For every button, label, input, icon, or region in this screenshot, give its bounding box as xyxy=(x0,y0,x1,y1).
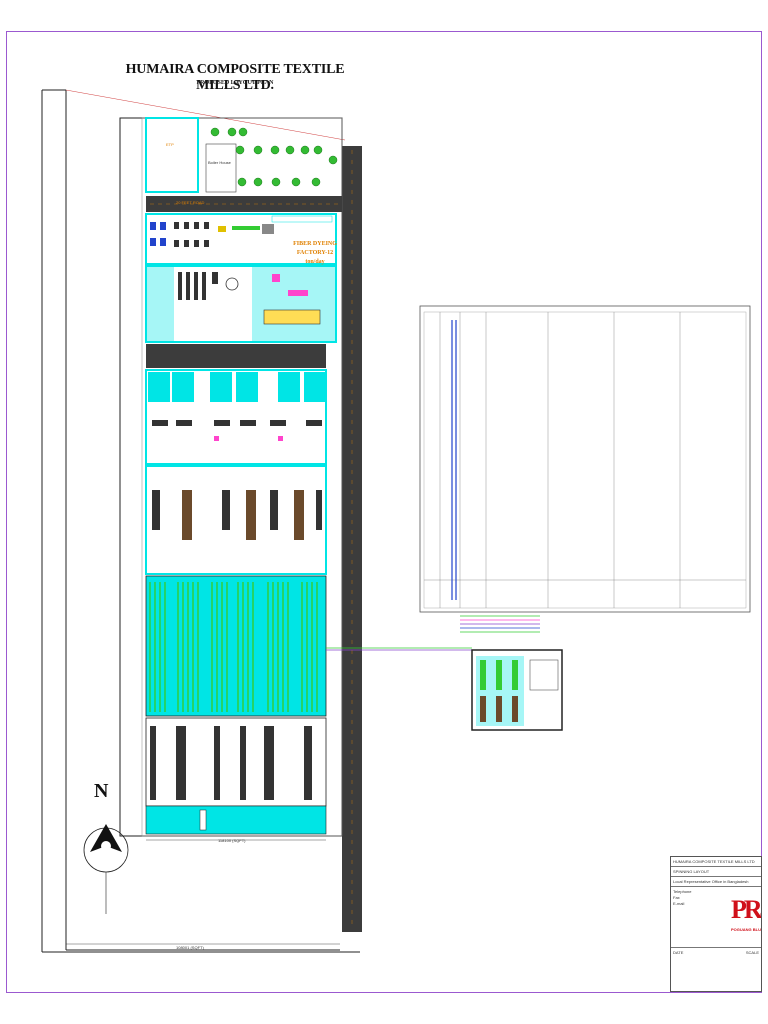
outbuilding xyxy=(471,649,563,731)
company-logo: PRaF POGUANG BLUSHAY xyxy=(731,893,761,939)
bottom-dimension-label: 118100 (SQFT) xyxy=(218,838,246,843)
title-block-phone: Telephone xyxy=(673,889,692,894)
document-title: HUMAIRA COMPOSITE TEXTILE MILLS LTD. xyxy=(125,62,345,93)
title-block-footer: DATE SCALE xyxy=(671,948,761,957)
preparation-hall xyxy=(145,265,337,343)
document-subtitle: PROPOSED LAYOUT PLAN xyxy=(196,80,274,86)
title-block: HUMAIRA COMPOSITE TEXTILE MILLS LTD SPIN… xyxy=(670,856,762,992)
internal-road-top xyxy=(146,196,342,212)
etp-label: ETP xyxy=(166,142,174,147)
title-block-project: HUMAIRA COMPOSITE TEXTILE MILLS LTD xyxy=(671,857,761,867)
winding-machines xyxy=(150,726,312,800)
fiber-dyeing-label: FIBER DYEING FACTORY-12 ton/day xyxy=(290,240,340,267)
title-block-fax: Fax xyxy=(673,895,680,900)
main-road xyxy=(342,146,362,932)
title-block-scale: SCALE xyxy=(745,950,759,955)
spinning-mill-plan xyxy=(419,305,751,613)
winding-section xyxy=(145,717,327,807)
utility-strip xyxy=(145,805,327,835)
dyeing-machines xyxy=(150,215,333,247)
boiler-house xyxy=(205,143,237,193)
north-label: N xyxy=(94,780,109,802)
drawing-frame xyxy=(6,31,762,993)
ring-spinning-hall xyxy=(145,575,327,717)
carding-units xyxy=(152,420,322,441)
trees xyxy=(210,127,338,187)
logo-brand: POGUANG BLUSHAY xyxy=(731,927,761,932)
logo-mark: PRaF xyxy=(731,895,761,924)
title-block-email: E-mail xyxy=(673,901,685,906)
connector-lines xyxy=(326,615,540,651)
overall-dimension-label: 108001 (SQFT) xyxy=(176,945,204,950)
north-arrow-icon xyxy=(83,824,129,914)
title-block-date: DATE xyxy=(673,950,684,955)
title-block-drawing: SPINNING LAYOUT xyxy=(671,867,761,877)
ring-frames xyxy=(149,582,318,712)
title-block-contacts: Telephone Fax E-mail PRaF POGUANG BLUSHA… xyxy=(671,887,761,948)
boiler-house-label: Boiler House xyxy=(208,160,231,165)
preparation-machines xyxy=(178,272,321,325)
etp-block xyxy=(145,117,199,193)
site-boundary xyxy=(41,89,360,953)
blowroom-units xyxy=(148,372,326,402)
title-block-address: Local Representative Office in Banglades… xyxy=(671,877,761,887)
fiber-dyeing-line2: FACTORY-12 ton/day xyxy=(296,250,334,265)
road-label: 20 FEET ROAD xyxy=(176,200,205,205)
roving-frames xyxy=(152,490,322,540)
yard xyxy=(146,344,326,368)
fiber-dyeing-line1: FIBER DYEING xyxy=(293,241,337,247)
